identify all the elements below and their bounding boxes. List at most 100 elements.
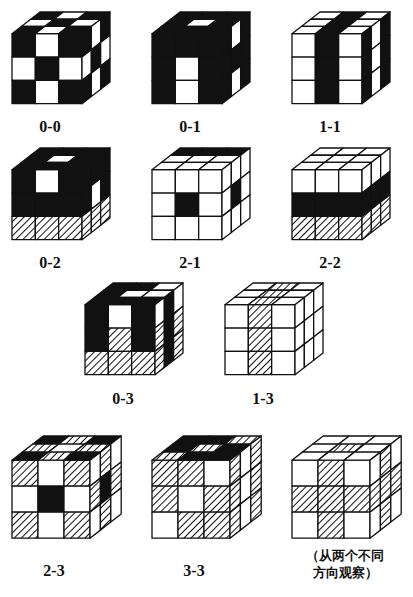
cube-cell [344,460,370,486]
cube-cell [59,80,82,103]
cube-cell [175,80,198,103]
cube-cell [292,57,315,80]
cube-cell [292,193,315,216]
cube-label: 0-2 [39,254,60,272]
cube-cell [251,488,261,522]
cube-label: 0-0 [39,118,60,136]
cube-cell [231,202,240,233]
cube-cell [85,328,108,351]
cube-cell [362,73,371,104]
cube-cell [362,209,371,240]
cube-cell [199,57,222,80]
cube-cell [370,504,380,538]
cube-cell [222,209,231,240]
cube-cell [132,328,155,351]
cube-cell [315,193,338,216]
rubik-cube [152,148,250,240]
cube-cell [339,80,362,103]
cube-cell [35,170,58,193]
cube-cell [272,328,295,351]
cube-label: 3-3 [183,562,204,580]
cube-cell [12,193,35,216]
cube-cell [315,216,338,239]
cube-cell [380,496,390,530]
cube-cell [248,351,271,374]
cube-label: 2-1 [179,254,200,272]
cube-cell [339,216,362,239]
cube-cell [100,496,110,530]
cube-cell [318,512,344,538]
cube-cell [292,80,315,103]
cube-cell [82,209,91,240]
cube-cell [315,80,338,103]
cube-cell [152,34,175,57]
rubik-cube [292,148,390,240]
cube-cell [204,460,230,486]
cube-cell [164,337,173,368]
cube-cell [152,57,175,80]
cube-label: 1-3 [252,390,273,408]
cube-cell [315,57,338,80]
cube-cell [248,328,271,351]
cube-cell [64,486,90,512]
cube-cell [371,202,380,233]
cube-label: 1-1 [319,118,340,136]
cube-cell [108,328,131,351]
cube-cell [175,216,198,239]
cube-cell [59,193,82,216]
cube-cell [85,351,108,374]
cube-cell [90,504,100,538]
cube-cell [152,80,175,103]
cube-cell [64,460,90,486]
cube-cell [12,57,35,80]
cube-cell [344,512,370,538]
cube-cell [155,344,164,375]
cube-cell [12,170,35,193]
cube-cell [339,57,362,80]
cube-cell [59,34,82,57]
cube-label: 2-2 [319,254,340,272]
cube-cell [391,488,401,522]
cube-cell [175,193,198,216]
cube-cell [292,512,318,538]
cube-cell [292,170,315,193]
cube-cell [199,193,222,216]
cube-label: 2-3 [43,562,64,580]
cube-cell [225,328,248,351]
cube-cell [108,305,131,328]
rubik-cube [152,12,250,104]
cube-cell [91,66,100,97]
cube-cell [101,59,110,90]
cube-cell [152,486,178,512]
cube-cell [241,195,250,226]
cube-cell [85,305,108,328]
cube-cell [174,330,183,361]
cube-cell [152,170,175,193]
cube-cell [175,34,198,57]
cube-cell [12,512,38,538]
cube-cell [314,330,323,361]
cube-cell [12,80,35,103]
rubik-cube [85,283,183,375]
cube-cell [381,59,390,90]
cube-cell [152,512,178,538]
rubik-cube [12,148,110,240]
rubik-cube [292,436,401,538]
cube-cell [292,460,318,486]
cube-cell [12,460,38,486]
cube-cell [241,59,250,90]
cube-cell [318,486,344,512]
cube-cell [35,193,58,216]
cube-cell [295,344,304,375]
cube-cell [339,193,362,216]
cube-cell [152,460,178,486]
cube-cell [132,351,155,374]
cube-cell [222,73,231,104]
cube-cell [292,216,315,239]
rubik-cube [292,12,390,104]
cube-cell [315,34,338,57]
cube-cell [178,512,204,538]
cube-cell [178,486,204,512]
